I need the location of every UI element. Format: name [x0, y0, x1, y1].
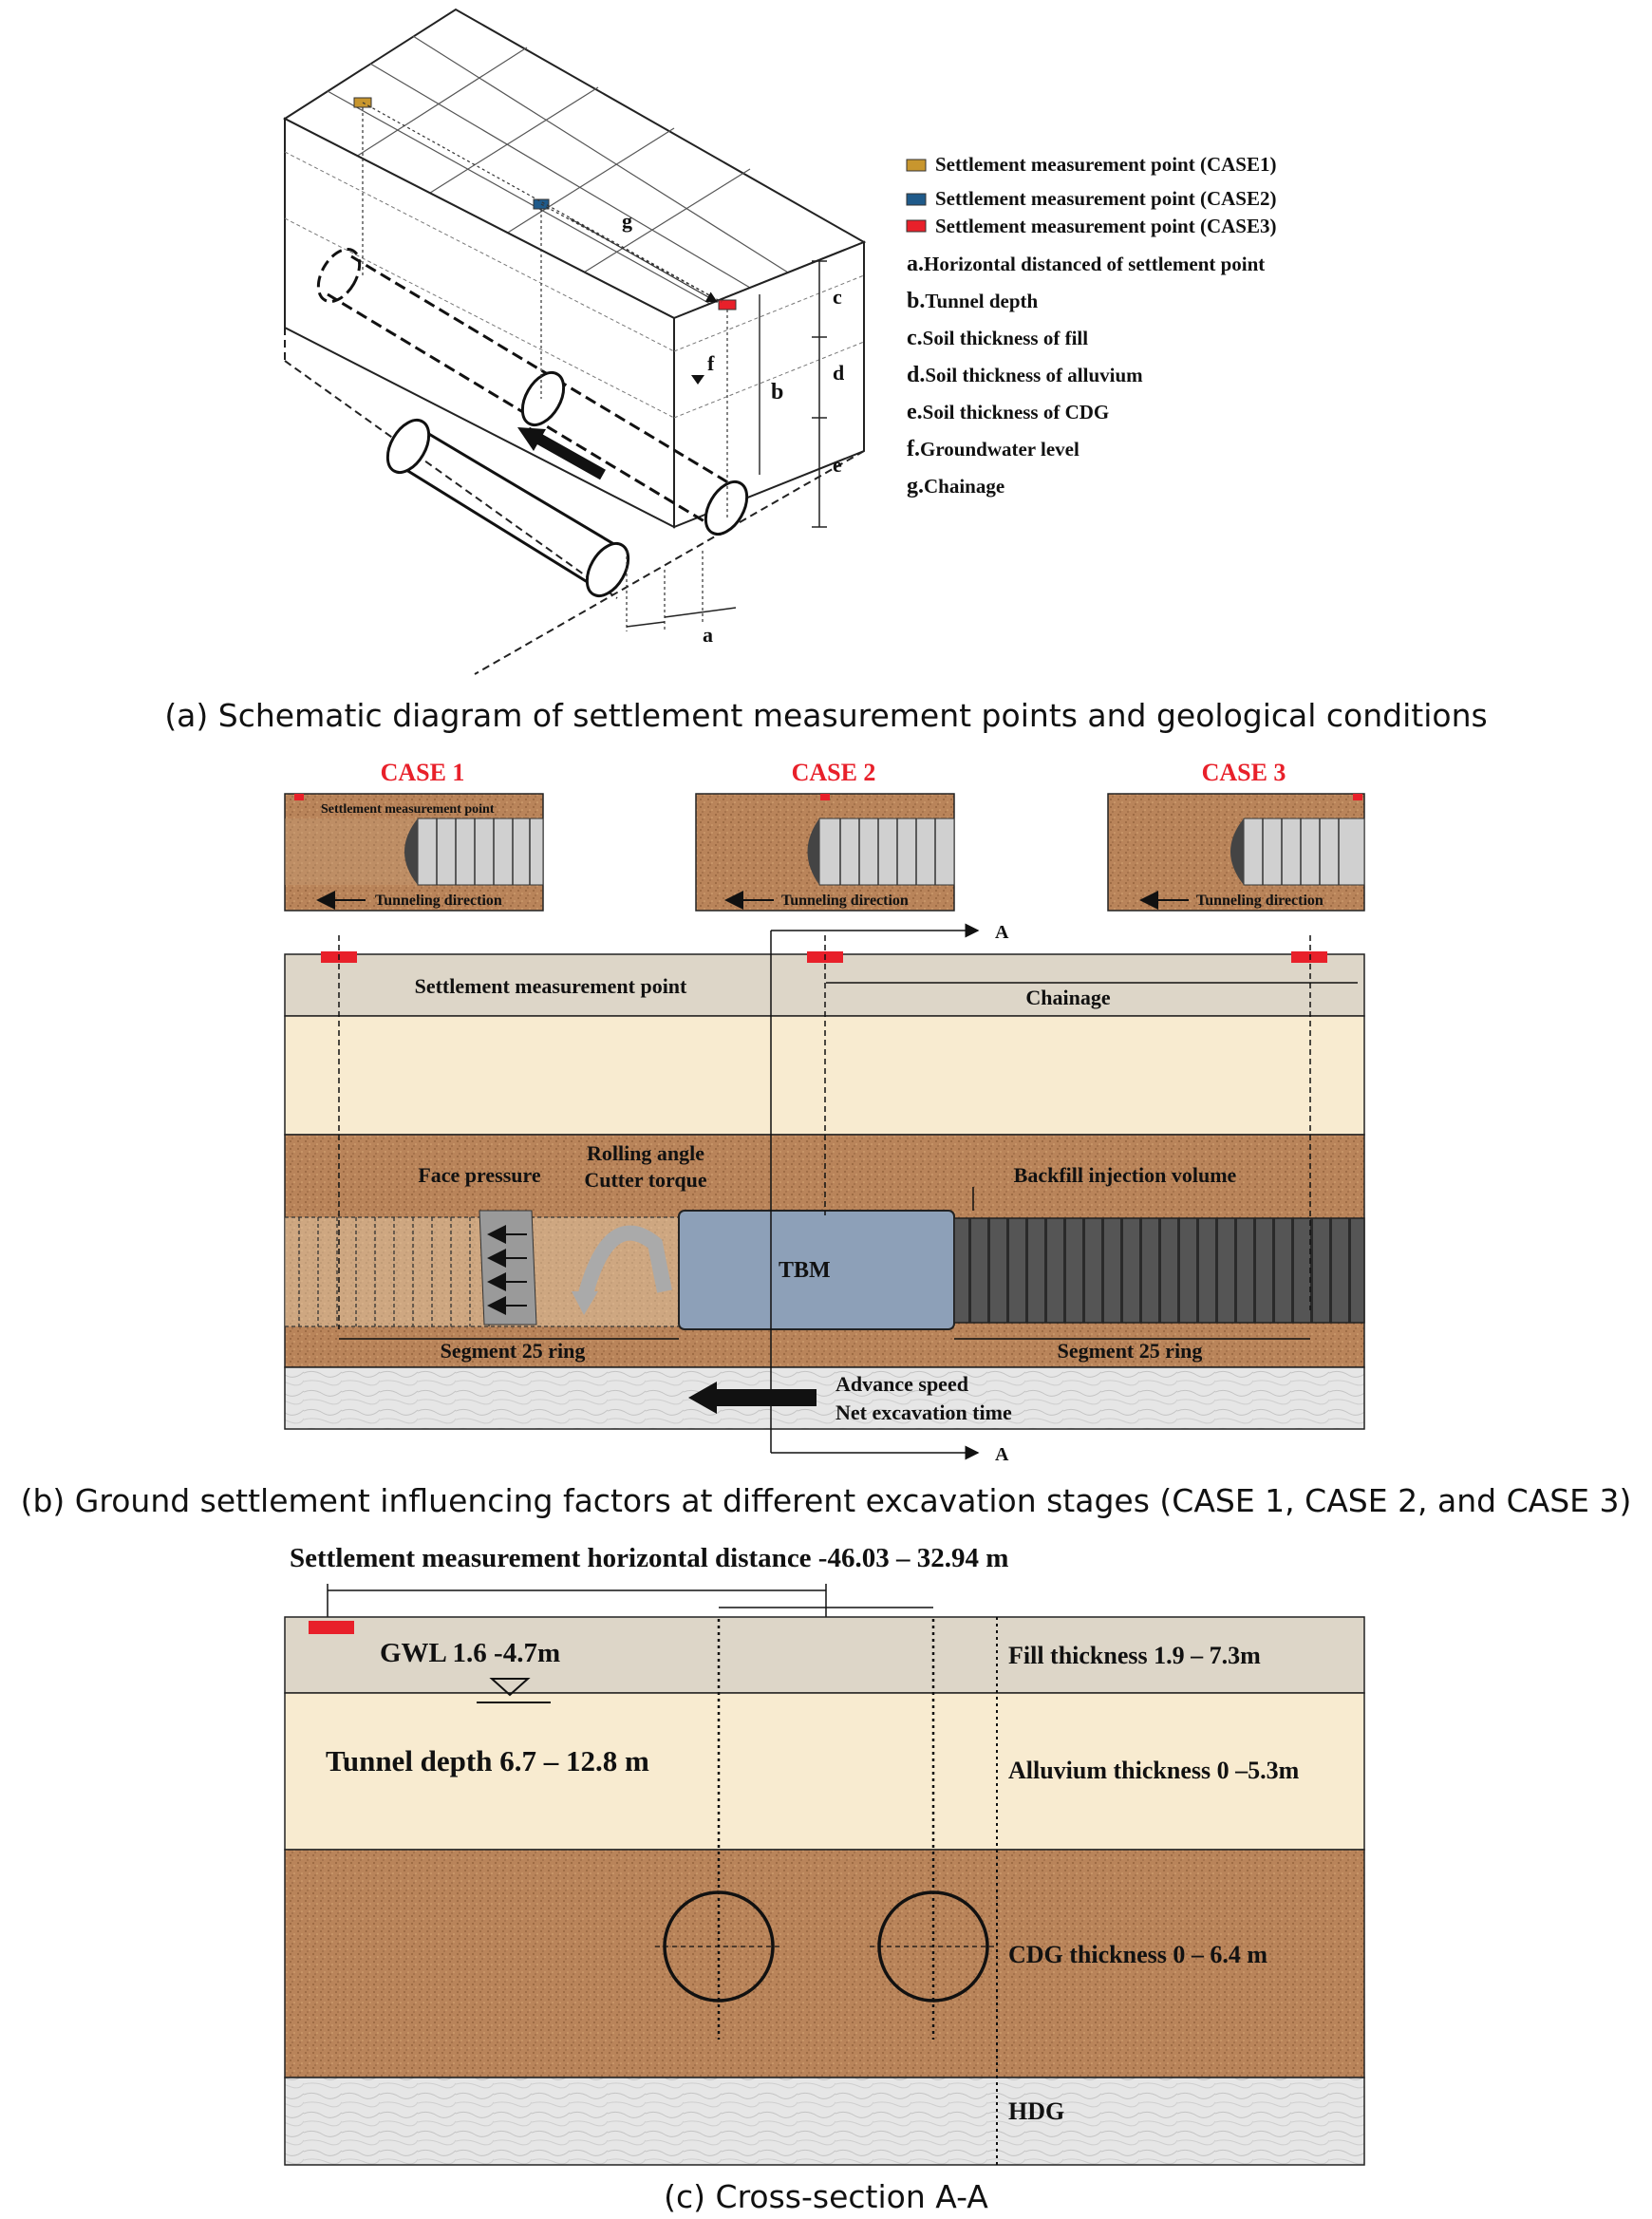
cdg-thickness-label: CDG thickness 0 – 6.4 m — [1008, 1941, 1267, 1968]
section-marker-top: A — [995, 922, 1009, 943]
panel-c: Settlement measurement horizontal distan… — [284, 1543, 1365, 2215]
caption-b: (b) Ground settlement influencing factor… — [21, 1482, 1632, 1519]
dim-label-b: b — [771, 380, 783, 404]
panel-a-legend: Settlement measurement point (CASE1) Set… — [906, 153, 1276, 498]
c-layer-fill — [284, 1616, 1365, 1694]
c-layer-hdg — [284, 2077, 1365, 2166]
face-pressure-shape — [479, 1210, 537, 1326]
panel-a-schematic: g b f c d e a Settlement measurement poi… — [164, 8, 1488, 734]
tunnel-lower — [385, 419, 630, 597]
inset-case1: Settlement measurement point Tunneling d… — [284, 793, 544, 912]
c-tunnel-left — [655, 1619, 783, 2040]
legend-swatch-case3 — [906, 219, 927, 233]
alluvium-thickness-label: Alluvium thickness 0 –5.3m — [1008, 1757, 1300, 1784]
legend-label-case1: Settlement measurement point (CASE1) — [935, 153, 1276, 176]
backfill-label: Backfill injection volume — [1014, 1163, 1237, 1187]
legend-label-case2: Settlement measurement point (CASE2) — [935, 187, 1276, 210]
rolling-angle-label: Rolling angle — [587, 1141, 704, 1165]
tunnel-upper — [316, 248, 749, 536]
definition-b: b.Tunnel depth — [907, 289, 1039, 313]
panel-b: CASE 1 CASE 2 CASE 3 Settlement measurem… — [21, 759, 1632, 1519]
definition-c: c.Soil thickness of fill — [907, 326, 1088, 350]
dim-label-e: e — [833, 453, 842, 477]
c-layer-alluvium — [284, 1692, 1365, 1851]
dim-label-c: c — [833, 285, 842, 309]
caption-a: (a) Schematic diagram of settlement meas… — [164, 697, 1487, 734]
chainage-label: Chainage — [1025, 986, 1110, 1009]
dim-label-a: a — [703, 623, 713, 647]
definition-e: e.Soil thickness of CDG — [907, 400, 1109, 424]
dim-label-d: d — [833, 361, 844, 385]
tunnel-depth-label: Tunnel depth 6.7 – 12.8 m — [326, 1744, 649, 1777]
caption-c: (c) Cross-section A-A — [664, 2178, 988, 2215]
advance-speed-label: Advance speed — [835, 1372, 968, 1396]
rolling-angle-arrow — [576, 1225, 672, 1303]
top-grid — [327, 35, 789, 305]
definition-a: a.Horizontal distanced of settlement poi… — [907, 252, 1265, 276]
c-layer-cdg — [284, 1849, 1365, 2078]
cutter-torque-label: Cutter torque — [584, 1168, 707, 1192]
settlement-point-case3 — [718, 299, 737, 310]
c-tunnel-right — [870, 1619, 998, 2040]
case-title-1: CASE 1 — [381, 759, 465, 786]
inset1-point-label: Settlement measurement point — [321, 802, 495, 817]
legend-label-case3: Settlement measurement point (CASE3) — [935, 215, 1276, 237]
definition-f: f.Groundwater level — [907, 437, 1079, 461]
gwl-symbol — [489, 1678, 531, 1697]
definition-d: d.Soil thickness of alluvium — [907, 363, 1143, 387]
legend-swatch-case1 — [906, 159, 927, 172]
inset-case2: Tunneling direction — [695, 793, 955, 912]
inset2-direction-label: Tunneling direction — [781, 893, 909, 909]
section-marker-bottom: A — [995, 1444, 1009, 1465]
net-excavation-label: Net excavation time — [835, 1401, 1012, 1424]
definition-g: g.Chainage — [907, 474, 1004, 498]
c-settlement-marker — [309, 1621, 354, 1634]
layer-hdg — [284, 1366, 1365, 1430]
inset3-direction-label: Tunneling direction — [1196, 893, 1323, 909]
case-title-3: CASE 3 — [1202, 759, 1286, 786]
gwl-label: GWL 1.6 -4.7m — [380, 1638, 560, 1668]
tbm-label: TBM — [779, 1258, 831, 1283]
segment-rings-right — [953, 1217, 1365, 1324]
inset-case3: Tunneling direction — [1107, 793, 1365, 912]
dim-label-g: g — [622, 209, 632, 233]
case-title-2: CASE 2 — [792, 759, 876, 786]
hdg-label: HDG — [1008, 2097, 1064, 2125]
segment-rings-left — [285, 1216, 679, 1327]
horizontal-distance-label: Settlement measurement horizontal distan… — [290, 1543, 1008, 1573]
dim-label-f: f — [707, 351, 715, 375]
segment-label-right: Segment 25 ring — [1058, 1339, 1203, 1363]
fill-thickness-label: Fill thickness 1.9 – 7.3m — [1008, 1642, 1261, 1669]
marker-case3 — [1291, 951, 1327, 963]
face-pressure-label: Face pressure — [418, 1163, 541, 1187]
segment-label-left: Segment 25 ring — [441, 1339, 586, 1363]
groundwater-symbol — [691, 375, 704, 385]
settlement-point-label: Settlement measurement point — [415, 974, 687, 998]
legend-swatch-case2 — [906, 193, 927, 206]
inset1-direction-label: Tunneling direction — [375, 893, 502, 909]
